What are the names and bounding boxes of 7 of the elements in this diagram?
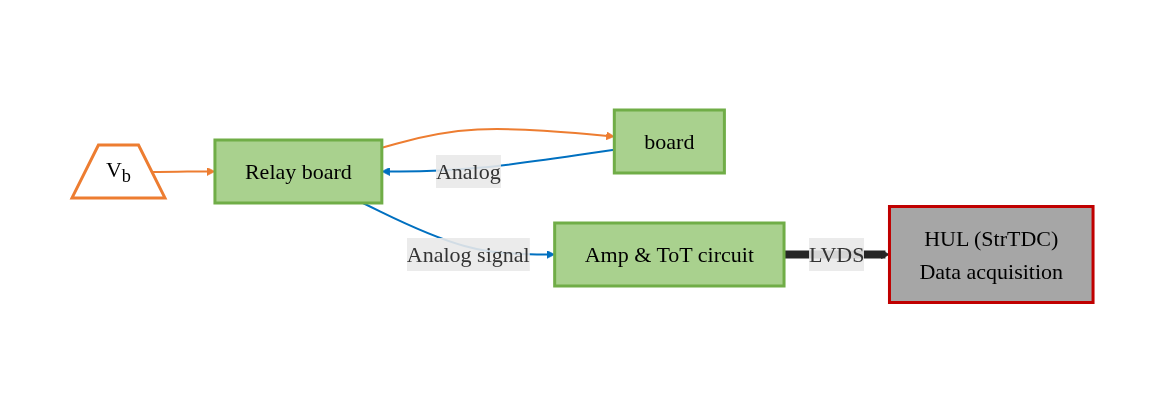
edge-label: Analog	[435, 158, 501, 184]
node-box: Amp & ToT circuit	[553, 221, 786, 288]
node-box: board	[612, 108, 726, 175]
node-box: HUL (StrTDC) Data acquisition	[887, 204, 1095, 304]
edge-label: LVDS	[809, 241, 865, 267]
edge-label: Analog signal	[406, 241, 530, 267]
node-box: Relay board	[213, 138, 384, 205]
